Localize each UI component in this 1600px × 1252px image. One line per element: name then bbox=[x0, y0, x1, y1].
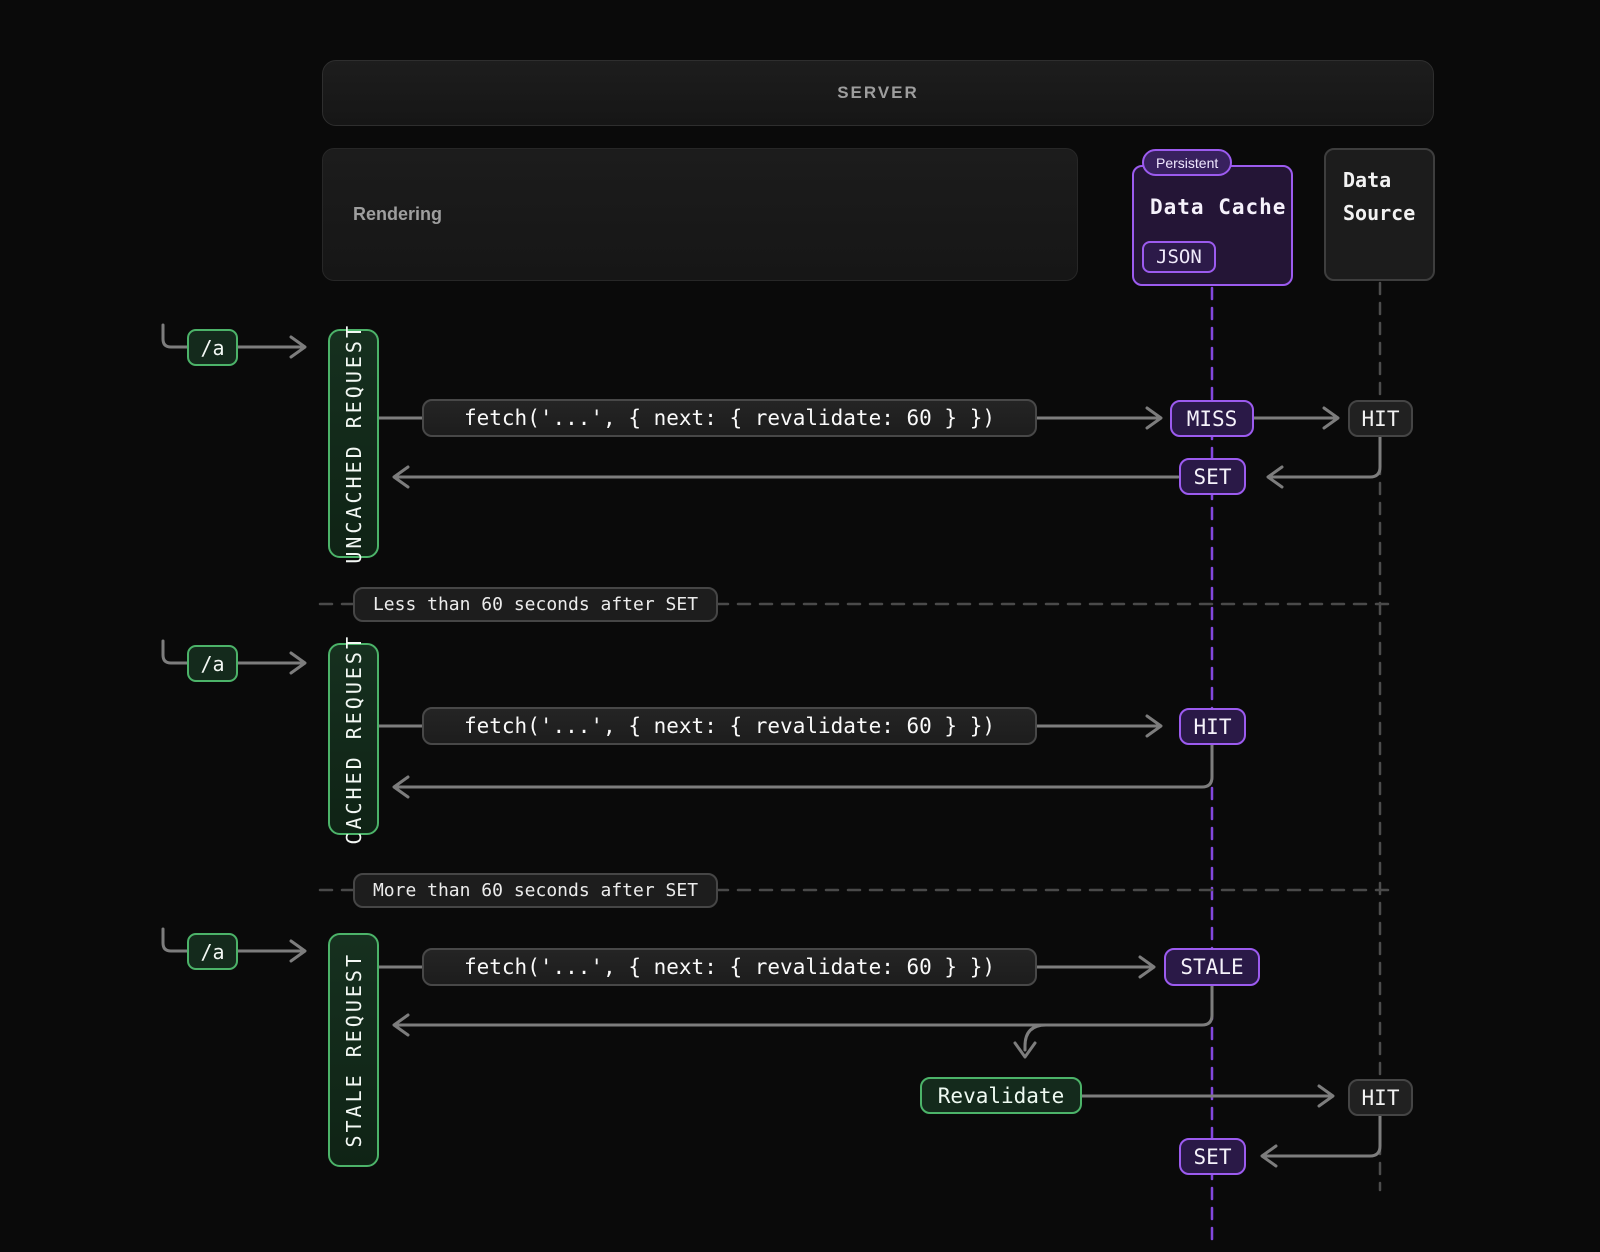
miss-badge: MISS bbox=[1170, 400, 1254, 437]
fetch-code: fetch('...', { next: { revalidate: 60 } … bbox=[463, 955, 995, 979]
stale-wires bbox=[161, 927, 1382, 1168]
route-badge-stale: /a bbox=[187, 933, 238, 970]
set-label: SET bbox=[1193, 1144, 1232, 1169]
hit-return-2 bbox=[396, 743, 1214, 789]
revalidate-branch-arrowhead bbox=[1013, 1041, 1037, 1059]
revalidate-label: Revalidate bbox=[937, 1083, 1065, 1108]
data-cache-title: Data Cache bbox=[1150, 195, 1287, 219]
route-stub-2 bbox=[161, 639, 189, 665]
stale-return bbox=[396, 984, 1214, 1027]
route-label: /a bbox=[200, 651, 225, 676]
uncached-request-pill: UNCACHED REQUEST bbox=[328, 323, 379, 564]
route-arrowhead-1 bbox=[289, 335, 307, 359]
stale-request-pill: STALE REQUEST bbox=[328, 933, 379, 1167]
fetch-pill-uncached: fetch('...', { next: { revalidate: 60 } … bbox=[422, 399, 1037, 437]
hit-label: HIT bbox=[1361, 406, 1400, 431]
miss-to-hit-arrowhead bbox=[1322, 406, 1340, 430]
hit-label: HIT bbox=[1193, 714, 1232, 739]
route-stub-3 bbox=[161, 927, 189, 953]
route-label: /a bbox=[200, 939, 225, 964]
route-label: /a bbox=[200, 335, 225, 360]
route-badge-cached: /a bbox=[187, 645, 238, 682]
stale-label: STALE bbox=[1180, 955, 1244, 979]
set-badge-uncached: SET bbox=[1179, 458, 1246, 495]
hit-label: HIT bbox=[1361, 1085, 1400, 1110]
json-badge: JSON bbox=[1142, 241, 1216, 273]
server-lane: SERVER bbox=[322, 60, 1434, 126]
set-badge-stale: SET bbox=[1179, 1138, 1246, 1175]
stale-request-label: STALE REQUEST bbox=[341, 952, 366, 1148]
set-label: SET bbox=[1193, 464, 1232, 489]
fetch-to-miss-arrowhead bbox=[1145, 406, 1163, 430]
uncached-request-label: UNCACHED REQUEST bbox=[341, 323, 366, 564]
rendering-lane: Rendering bbox=[322, 148, 1078, 281]
revalidate-badge: Revalidate bbox=[920, 1077, 1082, 1114]
fetch-to-stale-arrowhead bbox=[1138, 955, 1156, 979]
server-label: SERVER bbox=[837, 83, 919, 102]
hit-return-arrowhead-2 bbox=[392, 775, 410, 799]
fetch-to-hit-arrowhead-2 bbox=[1145, 714, 1163, 738]
source-hit-badge-stale: HIT bbox=[1348, 1079, 1413, 1116]
fetch-pill-cached: fetch('...', { next: { revalidate: 60 } … bbox=[422, 707, 1037, 745]
persistent-badge: Persistent bbox=[1142, 149, 1233, 176]
rendering-label: Rendering bbox=[353, 204, 443, 224]
cached-request-pill: CACHED REQUEST bbox=[328, 634, 379, 844]
hit-to-set-1 bbox=[1270, 435, 1382, 479]
fetch-code: fetch('...', { next: { revalidate: 60 } … bbox=[463, 714, 995, 738]
hit-to-set-3 bbox=[1264, 1114, 1382, 1158]
persistent-badge-label: Persistent bbox=[1156, 154, 1219, 171]
route-badge-uncached: /a bbox=[187, 329, 238, 366]
divider-more-than-60s: More than 60 seconds after SET bbox=[353, 873, 718, 908]
revalidate-branch bbox=[1023, 1023, 1048, 1052]
set-return-arrowhead-1 bbox=[392, 465, 410, 489]
stale-badge: STALE bbox=[1164, 948, 1260, 986]
fetch-pill-stale: fetch('...', { next: { revalidate: 60 } … bbox=[422, 948, 1037, 986]
divider-label: More than 60 seconds after SET bbox=[372, 880, 699, 901]
stale-return-arrowhead bbox=[392, 1013, 410, 1037]
divider-label: Less than 60 seconds after SET bbox=[372, 594, 699, 615]
data-source-title-line2: Source bbox=[1343, 201, 1416, 225]
route-stub-1 bbox=[161, 323, 189, 349]
hit-to-set-arrowhead-3 bbox=[1260, 1144, 1278, 1168]
data-source-title-line1: Data bbox=[1343, 168, 1392, 192]
data-source-box: Data Source bbox=[1324, 148, 1435, 281]
cached-wires bbox=[161, 639, 1214, 799]
route-arrowhead-2 bbox=[289, 651, 307, 675]
cache-hit-badge: HIT bbox=[1179, 708, 1246, 745]
revalidate-to-hit-arrowhead bbox=[1317, 1084, 1335, 1108]
fetch-code: fetch('...', { next: { revalidate: 60 } … bbox=[463, 406, 995, 430]
uncached-wires bbox=[161, 323, 1382, 489]
divider-less-than-60s: Less than 60 seconds after SET bbox=[353, 587, 718, 622]
data-cache-box: Data Cache JSON bbox=[1132, 165, 1293, 286]
cached-request-label: CACHED REQUEST bbox=[341, 633, 366, 845]
source-hit-badge-uncached: HIT bbox=[1348, 400, 1413, 437]
miss-label: MISS bbox=[1186, 406, 1238, 431]
route-arrowhead-3 bbox=[289, 939, 307, 963]
hit-to-set-arrowhead-1 bbox=[1266, 465, 1284, 489]
